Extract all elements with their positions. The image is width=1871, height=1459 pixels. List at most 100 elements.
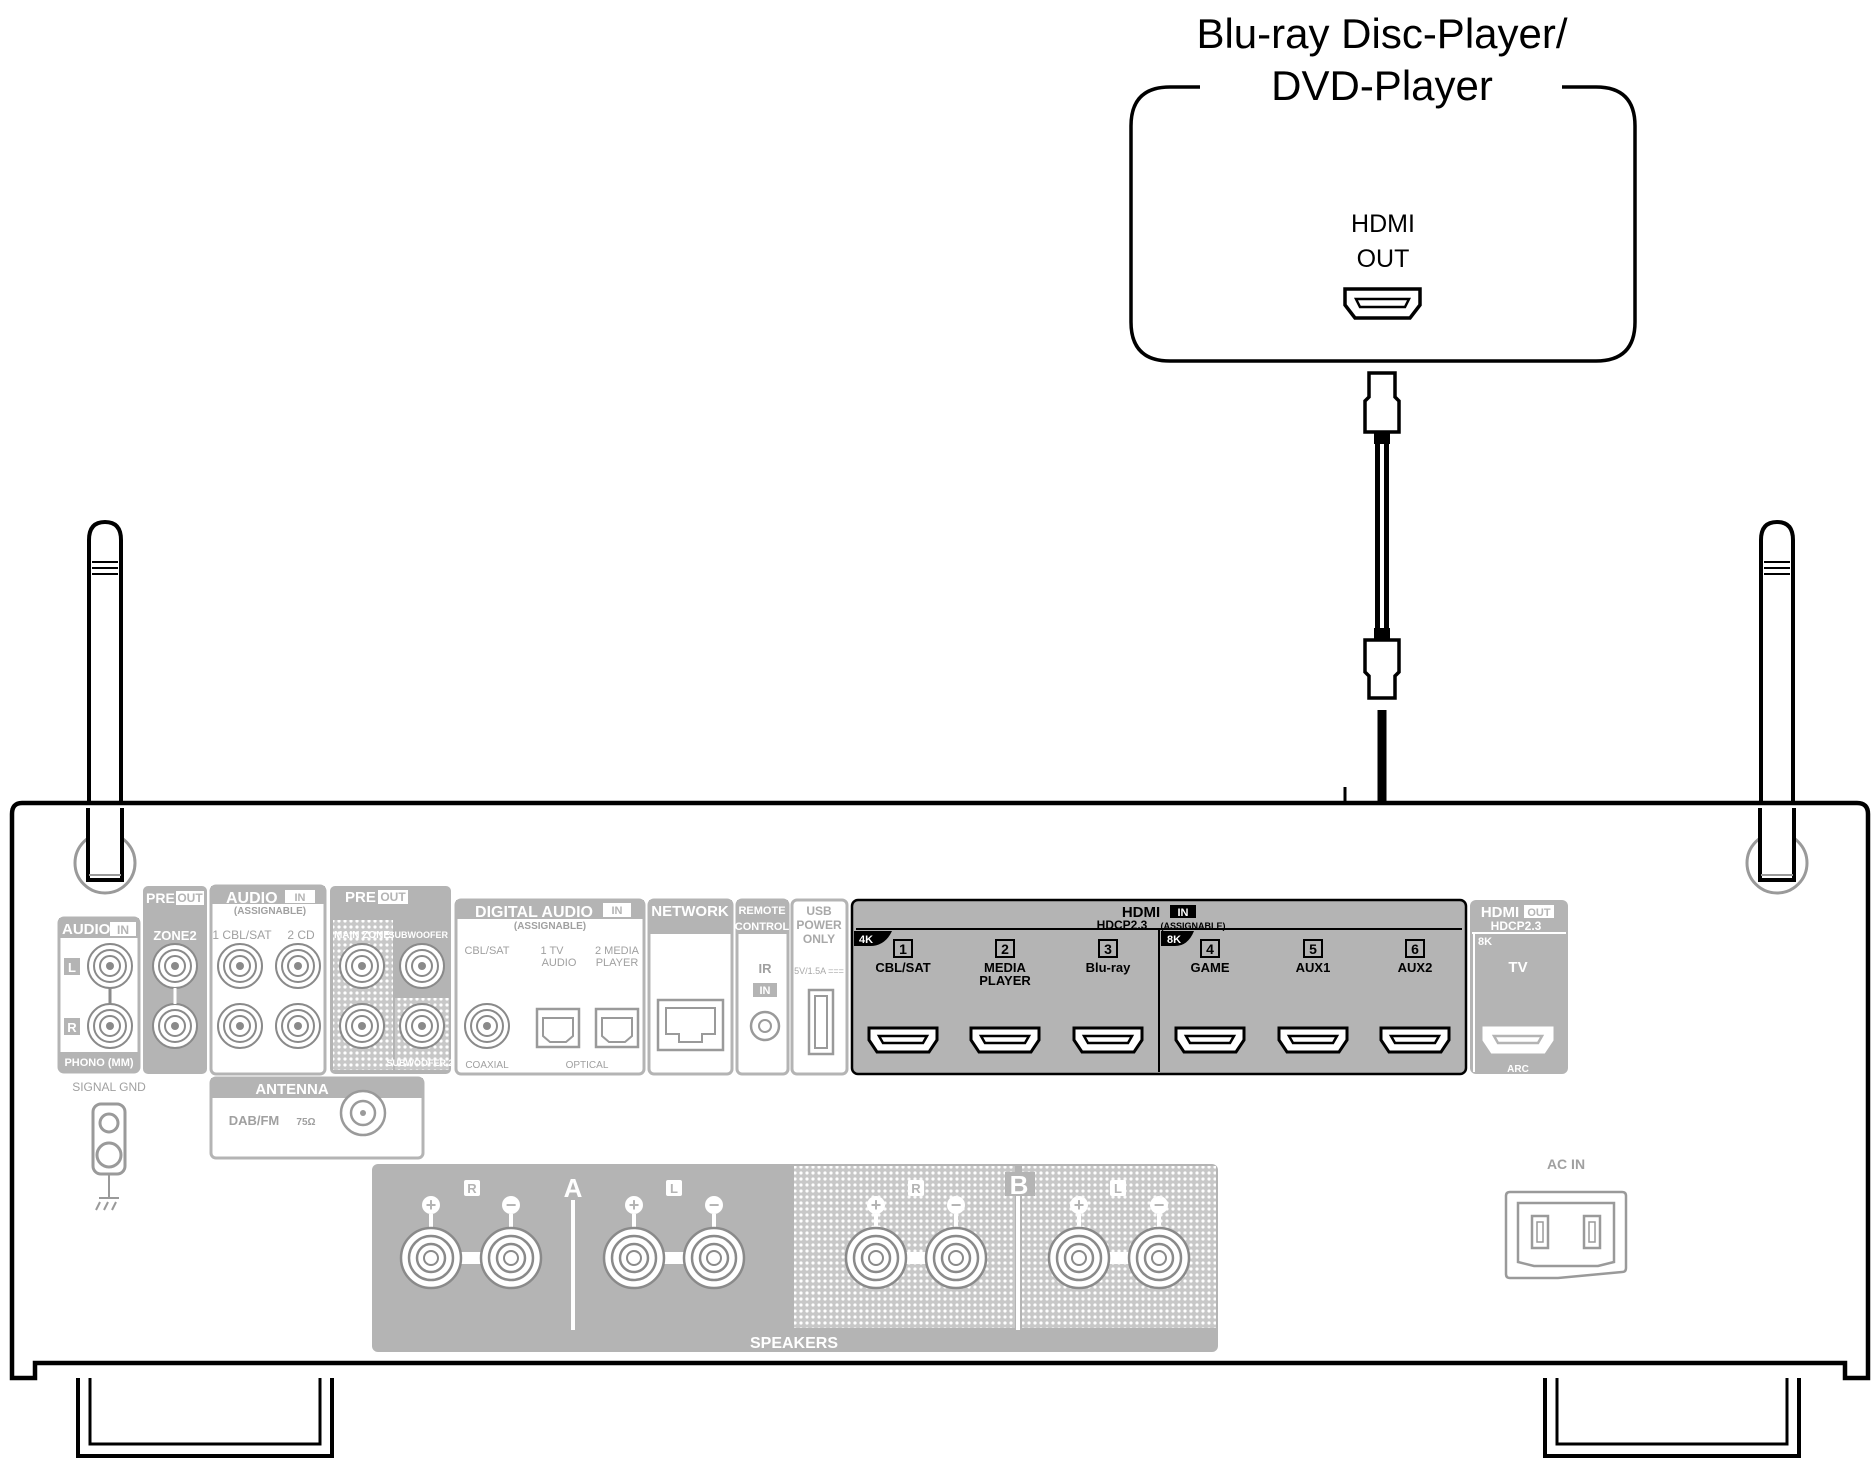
remote-control-section: REMOTE CONTROL IR IN: [735, 898, 790, 1076]
hdmi-in-port-5-label: AUX1: [1296, 960, 1331, 975]
audio-in-assignable: (ASSIGNABLE): [234, 906, 306, 917]
zone2-l-jack[interactable]: [152, 943, 198, 989]
hdmi-in-port-5[interactable]: [1277, 1026, 1349, 1054]
ir-in-label: IN: [760, 985, 771, 997]
zone2-label: ZONE2: [153, 928, 196, 943]
antenna-section: ANTENNA DAB/FM 75Ω: [209, 1076, 425, 1160]
speaker-terminal-b-l-plus[interactable]: [1047, 1226, 1111, 1290]
signal-gnd-terminal[interactable]: [91, 1102, 127, 1211]
speaker-terminal-b-l-minus[interactable]: [1127, 1226, 1191, 1290]
speaker-terminal-a-l-minus[interactable]: [682, 1226, 746, 1290]
speaker-terminal-b-r-plus[interactable]: [844, 1226, 908, 1290]
subwoofer2-label: SUBWOOFER 2: [386, 1058, 453, 1068]
digital-cblsat-label: CBL/SAT: [464, 945, 509, 957]
hdmi-out-tv-port[interactable]: [1482, 1026, 1554, 1054]
pre-out-main-out: OUT: [380, 890, 406, 904]
audio-in-1l-jack[interactable]: [217, 943, 263, 989]
hdmi-in-port-1-label: CBL/SAT: [875, 960, 930, 975]
optical-1-jack[interactable]: [535, 1007, 581, 1049]
speakers-a-label: A: [564, 1173, 583, 1203]
hdmi-in-4k-badge: 4K: [859, 934, 873, 946]
audio-in-2r-jack[interactable]: [275, 1003, 321, 1049]
audio-in-ch1: 1 CBL/SAT: [212, 928, 272, 942]
speaker-a-l-minus-marker: [705, 1196, 723, 1214]
speakers-section: A B R L R L +−+−+−+− SPEAKERS: [372, 1164, 1218, 1352]
speaker-b-r-plus-sign: +: [871, 1195, 882, 1215]
digital-tv-num: 1 TV: [540, 945, 564, 957]
network-label: NETWORK: [651, 903, 729, 920]
hdmi-in-port-1[interactable]: [867, 1026, 939, 1054]
phono-audio-label: AUDIO: [62, 921, 111, 938]
hdmi-in-port-6-label: AUX2: [1398, 960, 1433, 975]
source-device-title-line2: DVD-Player: [1271, 62, 1493, 109]
av-receiver: AUDIO IN L R PHONO (MM) SIGNAL GND: [9, 519, 1871, 1458]
speaker-terminal-b-r-minus[interactable]: [924, 1226, 988, 1290]
speaker-b-r-plus-marker: [867, 1196, 885, 1214]
hdmi-in-port-5-number: 5: [1309, 941, 1317, 957]
antenna-title: ANTENNA: [255, 1081, 328, 1098]
hdmi-in-port-4-label: GAME: [1191, 960, 1230, 975]
antenna-right[interactable]: [1759, 519, 1795, 804]
antenna-mount-right: [1745, 808, 1809, 895]
source-device: Blu-ray Disc-Player/ DVD-Player HDMI OUT: [1129, 10, 1637, 363]
digital-audio-in: IN: [612, 905, 623, 917]
antenna-left[interactable]: [87, 519, 123, 804]
speaker-a-r-plus-marker: [422, 1196, 440, 1214]
ethernet-port[interactable]: [656, 998, 725, 1052]
hdmi-in-section: HDMI IN HDCP2.3 (ASSIGNABLE) 4K 8K 1CBL/…: [850, 898, 1468, 1076]
digital-audio-assignable: (ASSIGNABLE): [514, 921, 586, 932]
optical-2-jack[interactable]: [594, 1007, 640, 1049]
network-section: NETWORK: [647, 898, 734, 1076]
dabfm-label: DAB/FM: [229, 1113, 280, 1128]
coaxial-jack[interactable]: [464, 1003, 510, 1049]
digital-media-num: 2 MEDIA: [595, 945, 640, 957]
speaker-terminal-a-l-plus[interactable]: [602, 1226, 666, 1290]
source-device-title-line1: Blu-ray Disc-Player/: [1196, 10, 1567, 57]
hdmi-in-port-2[interactable]: [969, 1026, 1041, 1054]
zone2-r-jack[interactable]: [152, 1003, 198, 1049]
digital-audio-title: DIGITAL AUDIO: [475, 904, 593, 921]
digital-media-player: PLAYER: [596, 957, 639, 969]
phono-input-section: AUDIO IN L R PHONO (MM) SIGNAL GND: [57, 916, 146, 1211]
hdmi-in-port-6[interactable]: [1379, 1026, 1451, 1054]
speakers-a-l-label: L: [670, 1181, 678, 1196]
ac-inlet[interactable]: [1504, 1190, 1628, 1280]
speaker-a-r-plus-sign: +: [426, 1195, 437, 1215]
speakers-b-r-label: R: [911, 1181, 921, 1196]
speaker-a-l-minus-sign: −: [709, 1195, 720, 1215]
speaker-b-r-minus-sign: −: [951, 1195, 962, 1215]
hdmi-in-port-3-number-box: [1098, 939, 1118, 958]
hdmi-in-port-4[interactable]: [1174, 1026, 1246, 1054]
ac-in-label: AC IN: [1547, 1156, 1585, 1172]
audio-in-2l-jack[interactable]: [275, 943, 321, 989]
usb-label-line1: USB: [806, 904, 832, 918]
hdmi-in-title: HDMI: [1122, 904, 1160, 921]
speaker-terminal-a-r-minus[interactable]: [479, 1226, 543, 1290]
hdmi-out-arc-label: ARC: [1507, 1064, 1529, 1075]
subwoofer2-jack[interactable]: [399, 1003, 445, 1049]
main-zone-l-jack[interactable]: [339, 943, 385, 989]
usb-section: USB POWER ONLY 5V/1.5A ===: [790, 898, 849, 1076]
source-hdmi-out-port[interactable]: [1343, 287, 1422, 320]
speaker-terminal-a-r-plus[interactable]: [399, 1226, 463, 1290]
usb-port[interactable]: [807, 988, 835, 1056]
hdmi-in-8k-badge: 8K: [1167, 934, 1181, 946]
phono-l-jack[interactable]: [87, 943, 133, 989]
phono-r-label: R: [67, 1020, 77, 1035]
hdmi-in-port-5-number-box: [1303, 939, 1323, 958]
main-zone-r-jack[interactable]: [339, 1003, 385, 1049]
source-hdmi-out-label-line1: HDMI: [1351, 210, 1415, 238]
hdmi-in-port-6-number: 6: [1411, 941, 1419, 957]
speaker-b-r-minus-marker: [947, 1196, 965, 1214]
optical-label: OPTICAL: [566, 1060, 609, 1071]
phono-r-jack[interactable]: [87, 1003, 133, 1049]
subwoofer1-jack[interactable]: [399, 943, 445, 989]
speaker-a-r-minus-sign: −: [506, 1195, 517, 1215]
ir-in-jack[interactable]: [749, 1010, 781, 1042]
hdmi-in-port-1-number-box: [893, 939, 913, 958]
audio-in-1r-jack[interactable]: [217, 1003, 263, 1049]
dabfm-antenna-jack[interactable]: [339, 1089, 387, 1137]
remote-label-line1: REMOTE: [738, 905, 785, 917]
hdmi-in-port-3[interactable]: [1072, 1026, 1144, 1054]
